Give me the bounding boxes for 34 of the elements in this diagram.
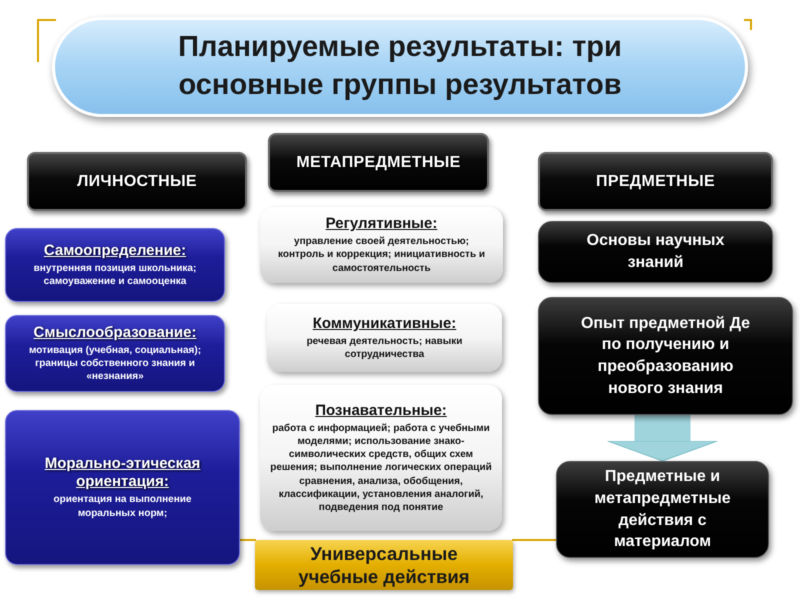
result-card (5, 410, 240, 565)
card-text: ориентация на выполнение моральных норм; (52, 493, 192, 520)
title-text: Планируемые результаты: три основные группы результатов (177, 30, 623, 103)
card-heading: Самоопределение: (44, 242, 186, 260)
card-label: Опыт предметной Де по получению и преобразованию нового знания (580, 314, 752, 399)
category-header (27, 152, 247, 211)
result-card (267, 304, 502, 372)
result-card (556, 461, 769, 558)
card-heading: Смыслообразование: (34, 324, 196, 342)
category-header (268, 133, 489, 192)
card-text: речевая деятельность; навыки сотрудничества (306, 334, 464, 362)
card-label: Основы научных знаний (586, 231, 726, 273)
card-text: мотивация (учебная, социальная); границы собственного знания и «незнания» (28, 344, 202, 384)
card-text: управление своей деятельностью; контроль и коррекция; инициативность и самостоятельность (276, 235, 486, 275)
card-heading: Коммуникативные: (312, 314, 456, 333)
bar-label: Универсальные учебные действия (297, 542, 471, 588)
result-card (5, 228, 225, 302)
result-card (538, 221, 773, 283)
result-card (260, 385, 502, 531)
result-card (260, 207, 503, 283)
card-label: Предметные и метапредметные действия с материалом (593, 467, 732, 552)
result-card (538, 297, 793, 415)
category-header (538, 152, 773, 211)
card-heading: Морально-этическая ориентация: (44, 455, 202, 492)
card-text: работа с информацией; работа с учебными моделями; использование знако-символических средств, общих схем решения; выполнение логических операций сравнения, анализа, обобщения, классификации, установления аналогий, подведения под понятие (270, 422, 492, 514)
result-card (5, 315, 225, 392)
card-heading: Регулятивные: (326, 215, 438, 234)
header-label: МЕТАПРЕДМЕТНЫЕ (296, 154, 461, 172)
card-text: внутренняя позиция школьника; самоуважение и самооценка (32, 262, 198, 288)
card-heading: Познавательные: (315, 402, 447, 420)
header-label: ПРЕДМЕТНЫЕ (596, 172, 715, 190)
header-label: ЛИЧНОСТНЫЕ (77, 172, 197, 190)
arrow (607, 415, 718, 462)
summary-bar (255, 540, 513, 590)
